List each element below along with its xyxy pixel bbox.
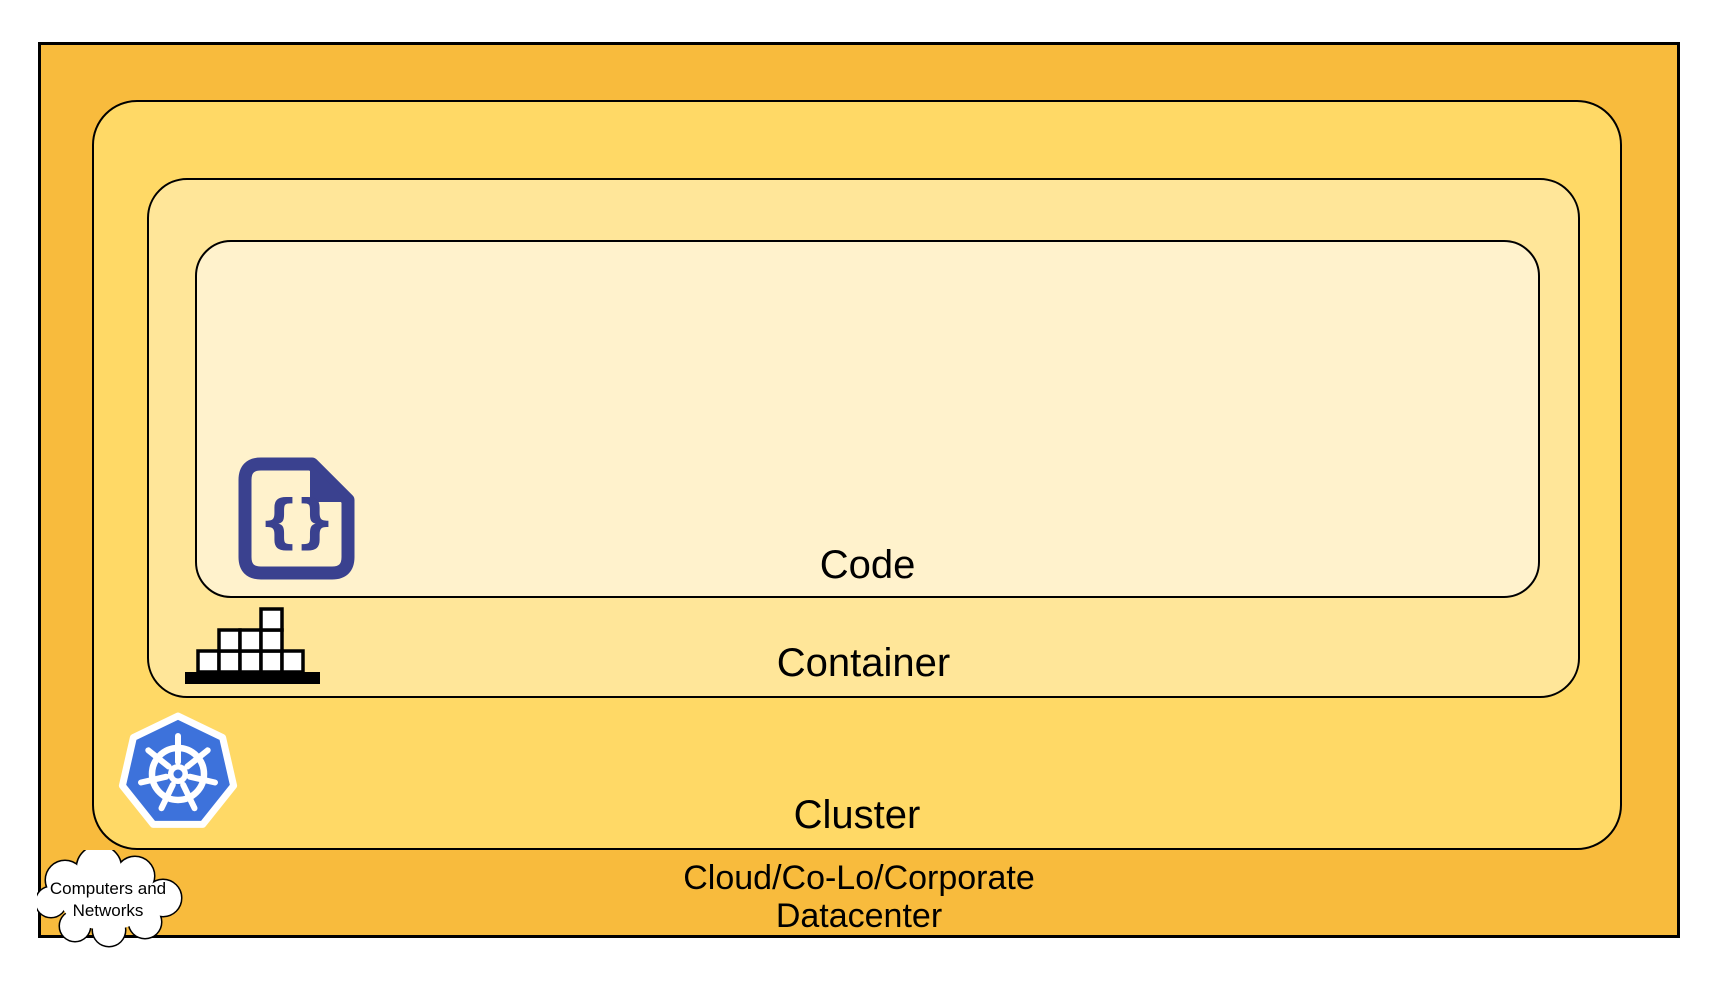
cloud-label-line2: Networks	[73, 901, 144, 920]
datacenter-label-line2: Datacenter	[775, 897, 943, 935]
cloud-label-line1: Computers and	[50, 879, 166, 898]
layer-cluster: Code Container Cluster	[92, 100, 1622, 850]
datacenter-label-line1: Cloud/Co-Lo/Corporate	[683, 859, 1035, 897]
computers-networks-cloud: Computers and Networks	[37, 850, 183, 948]
kubernetes-icon	[118, 712, 238, 828]
cluster-label: Cluster	[793, 793, 921, 837]
code-file-icon: { }	[238, 457, 355, 580]
layer-container: Code Container	[147, 178, 1580, 698]
open-brace-glyph: {	[258, 487, 299, 555]
container-label: Container	[776, 641, 951, 685]
datacenter-label: Cloud/Co-Lo/Corporate Datacenter	[41, 859, 1677, 935]
code-label: Code	[819, 543, 916, 587]
close-brace-glyph: }	[294, 487, 335, 555]
layer-datacenter: Code Container Cluster Cloud/Co-Lo/Corpo…	[38, 42, 1680, 938]
layer-code: Code	[195, 240, 1540, 598]
container-blocks-icon	[185, 607, 320, 684]
